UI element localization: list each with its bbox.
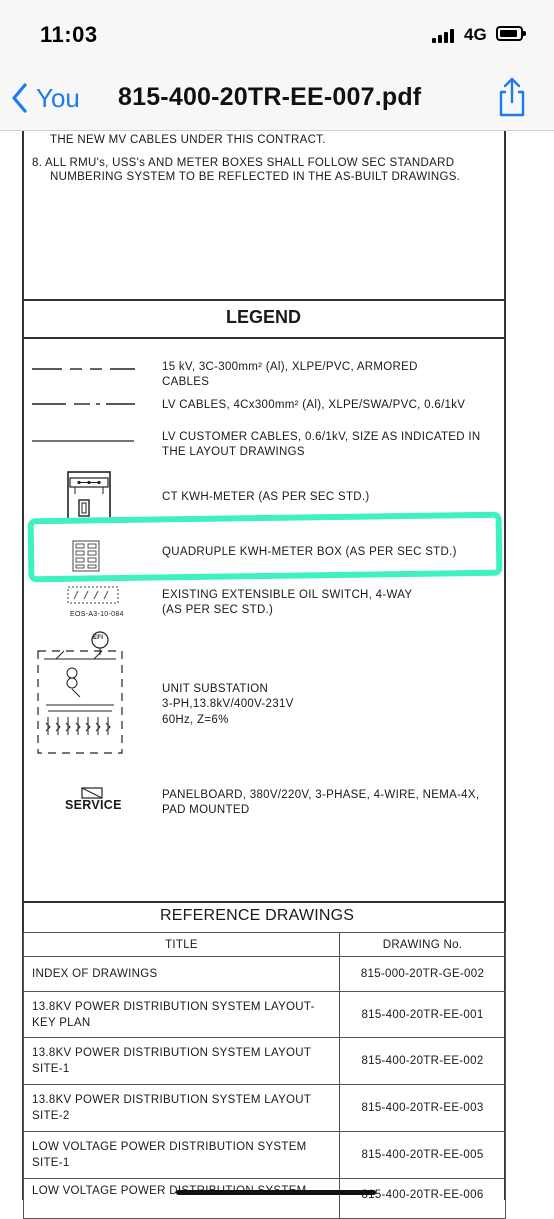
table-row: 13.8KV POWER DISTRIBUTION SYSTEM LAYOUT S… bbox=[23, 1084, 506, 1132]
reference-drawings-table: TITLE DRAWING No. INDEX OF DRAWINGS 815-… bbox=[23, 932, 506, 1219]
divider bbox=[22, 299, 506, 301]
customer-cable-symbol bbox=[32, 440, 134, 442]
note-8-line-2: NUMBERING SYSTEM TO BE REFLECTED IN THE … bbox=[50, 171, 461, 183]
legend-item-mv-cable-line-1: 15 kV, 3C-300mm² (Al), XLPE/PVC, ARMORED bbox=[162, 361, 418, 373]
document-title: 815-400-20TR-EE-007.pdf bbox=[118, 83, 422, 111]
legend-item-substation-line-2: 3-PH,13.8kV/400V-231V bbox=[162, 698, 294, 710]
row-title: 13.8KV POWER DISTRIBUTION SYSTEM LAYOUT bbox=[32, 1047, 312, 1059]
row-drawing-no: 815-400-20TR-EE-001 bbox=[339, 991, 506, 1038]
oil-switch-symbol bbox=[67, 586, 119, 604]
legend-item-oil-switch-line-1: EXISTING EXTENSIBLE OIL SWITCH, 4-WAY bbox=[162, 589, 413, 601]
unit-substation-symbol bbox=[37, 631, 123, 754]
reference-title: REFERENCE DRAWINGS bbox=[160, 907, 355, 924]
legend-item-lv-cable: LV CABLES, 4Cx300mm² (Al), XLPE/SWA/PVC,… bbox=[162, 399, 466, 411]
status-time: 11:03 bbox=[40, 22, 98, 47]
row-title: 13.8KV POWER DISTRIBUTION SYSTEM LAYOUT- bbox=[32, 1000, 315, 1013]
column-header-drawing-no: DRAWING No. bbox=[339, 932, 506, 957]
table-row: 13.8KV POWER DISTRIBUTION SYSTEM LAYOUT-… bbox=[23, 991, 506, 1038]
back-button[interactable]: You bbox=[10, 78, 80, 118]
row-title-cont: KEY PLAN bbox=[32, 1016, 91, 1029]
signal-icon bbox=[432, 29, 458, 43]
note-line: THE NEW MV CABLES UNDER THIS CONTRACT. bbox=[50, 134, 326, 146]
share-icon[interactable] bbox=[496, 76, 528, 118]
service-label: SERVICE bbox=[65, 798, 122, 812]
quadruple-meter-box-symbol bbox=[72, 540, 100, 572]
highlight-annotation bbox=[27, 511, 503, 583]
table-row: INDEX OF DRAWINGS 815-000-20TR-GE-002 bbox=[23, 956, 506, 992]
chevron-left-icon bbox=[12, 83, 27, 113]
row-drawing-no: 815-400-20TR-EE-006 bbox=[339, 1178, 506, 1219]
panelboard-symbol bbox=[81, 787, 103, 799]
legend-item-substation-line-3: 60Hz, Z=6% bbox=[162, 714, 229, 726]
home-indicator[interactable] bbox=[176, 1190, 376, 1195]
efi-label: EFI bbox=[93, 635, 104, 641]
legend-item-mv-cable-line-2: CABLES bbox=[162, 376, 210, 388]
divider bbox=[22, 337, 506, 339]
legend-item-ct-meter: CT KWH-METER (AS PER SEC STD.) bbox=[162, 491, 370, 503]
row-title: LOW VOLTAGE POWER DISTRIBUTION SYSTEM bbox=[32, 1141, 307, 1153]
table-row: LOW VOLTAGE POWER DISTRIBUTION SYSTEM 81… bbox=[23, 1178, 506, 1219]
battery-icon bbox=[496, 26, 526, 41]
legend-item-customer-cable-line-1: LV CUSTOMER CABLES, 0.6/1kV, SIZE AS IND… bbox=[162, 431, 481, 443]
table-row: 13.8KV POWER DISTRIBUTION SYSTEM LAYOUT S… bbox=[23, 1037, 506, 1085]
note-8-line-1: 8. ALL RMU's, USS's AND METER BOXES SHAL… bbox=[32, 157, 455, 169]
legend-item-oil-switch-line-2: (AS PER SEC STD.) bbox=[162, 604, 274, 616]
row-drawing-no: 815-400-20TR-EE-002 bbox=[339, 1037, 506, 1085]
row-title-cont: SITE-2 bbox=[32, 1110, 70, 1122]
row-drawing-no: 815-400-20TR-EE-003 bbox=[339, 1084, 506, 1132]
network-type: 4G bbox=[464, 25, 487, 44]
legend-item-quadruple-meter: QUADRUPLE KWH-METER BOX (AS PER SEC STD.… bbox=[162, 546, 457, 558]
frame-border-right bbox=[504, 131, 506, 1200]
legend-item-panelboard-line-2: PAD MOUNTED bbox=[162, 804, 250, 816]
row-title-cont: SITE-1 bbox=[32, 1063, 70, 1075]
cable-line-symbols bbox=[32, 368, 135, 405]
oil-switch-tag: EOS-A3-10-084 bbox=[70, 611, 124, 618]
table-header-row: TITLE DRAWING No. bbox=[23, 932, 506, 957]
pdf-page[interactable]: THE NEW MV CABLES UNDER THIS CONTRACT. 8… bbox=[0, 131, 554, 1219]
frame-border-left bbox=[22, 131, 24, 1200]
row-drawing-no: 815-000-20TR-GE-002 bbox=[339, 956, 506, 992]
row-title: 13.8KV POWER DISTRIBUTION SYSTEM LAYOUT bbox=[32, 1094, 312, 1106]
row-title: INDEX OF DRAWINGS bbox=[32, 968, 158, 980]
legend-item-customer-cable-line-2: THE LAYOUT DRAWINGS bbox=[162, 446, 305, 458]
row-title-cont: SITE-1 bbox=[32, 1157, 70, 1169]
divider bbox=[22, 901, 506, 903]
status-bar: 11:03 4G bbox=[0, 0, 554, 70]
table-row: LOW VOLTAGE POWER DISTRIBUTION SYSTEM SIT… bbox=[23, 1131, 506, 1179]
ct-kwh-meter-symbol bbox=[67, 471, 111, 523]
legend-item-substation-line-1: UNIT SUBSTATION bbox=[162, 683, 269, 695]
nav-bar: You 815-400-20TR-EE-007.pdf bbox=[0, 70, 554, 131]
back-label: You bbox=[36, 82, 80, 113]
legend-item-panelboard-line-1: PANELBOARD, 380V/220V, 3-PHASE, 4-WIRE, … bbox=[162, 789, 480, 801]
row-drawing-no: 815-400-20TR-EE-005 bbox=[339, 1131, 506, 1179]
column-header-title: TITLE bbox=[23, 932, 340, 957]
legend-title: LEGEND bbox=[226, 307, 302, 327]
